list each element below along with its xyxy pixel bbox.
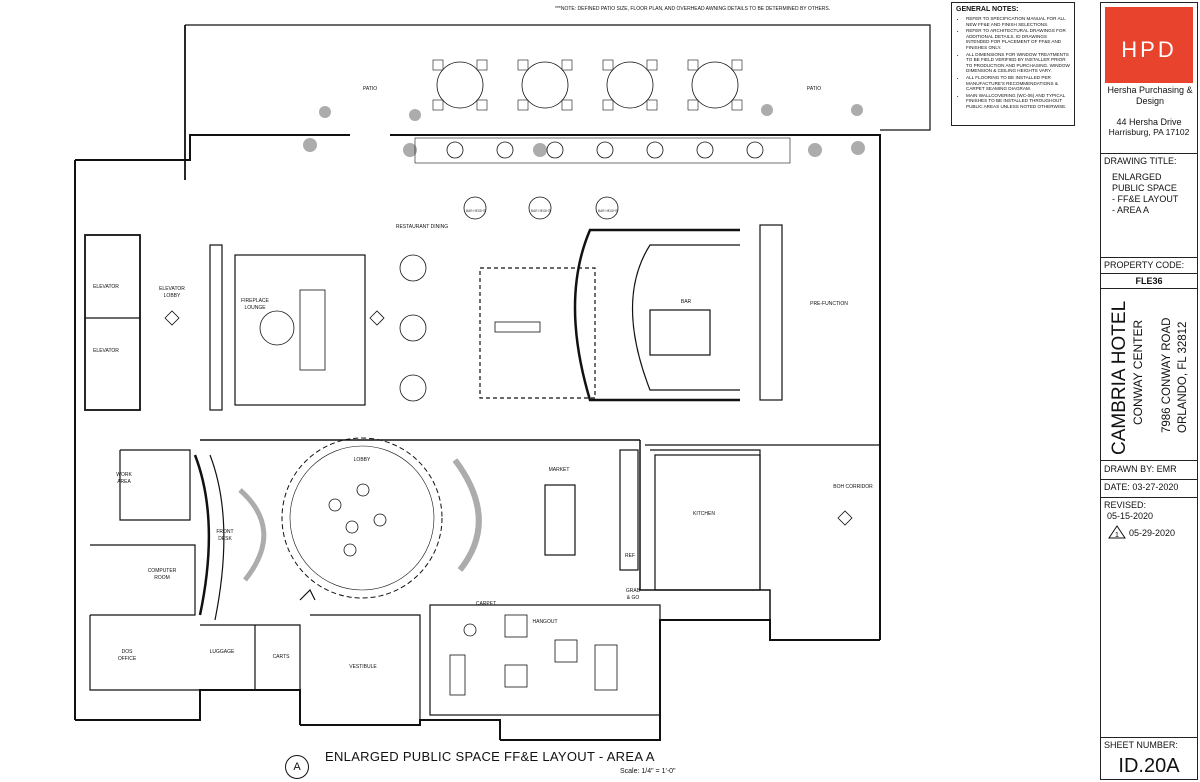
general-note: REFER TO ARCHITECTURAL DRAWINGS FOR ADDI…	[966, 28, 1070, 50]
revision-triangle-icon: 1	[1108, 525, 1126, 539]
room-label-ref: REF	[625, 553, 635, 559]
label-bar-height-2: BAR HEIGHT	[531, 209, 551, 213]
general-notes-list: REFER TO SPECIFICATION MANUAL FOR ALL NE…	[956, 16, 1070, 110]
room-label-kitchen: KITCHEN	[693, 511, 715, 517]
hotel-street: 7986 CONWAY ROAD	[1161, 317, 1173, 433]
room-label-carpet: CARPET	[476, 601, 496, 607]
drawing-title-line: - FF&E LAYOUT	[1112, 194, 1179, 204]
room-label-hangout: HANGOUT	[533, 619, 558, 625]
room-label-elevator-lobby-1: ELEVATOR	[159, 286, 185, 292]
hotel-name: CAMBRIA HOTEL	[1109, 300, 1130, 455]
room-label-elevator-b: ELEVATOR	[93, 348, 119, 354]
general-note: ALL FLOORING TO BE INSTALLED PER MANUFAC…	[966, 75, 1070, 92]
drawing-title-label: DRAWING TITLE:	[1104, 156, 1177, 166]
hotel-subtitle: CONWAY CENTER	[1131, 319, 1145, 425]
room-label-work-2: AREA	[117, 479, 131, 485]
room-label-front-2: DESK	[218, 536, 232, 542]
hotel-city: ORLANDO, FL 32812	[1177, 321, 1189, 433]
drawing-title-line: PUBLIC SPACE	[1112, 183, 1177, 193]
room-label-dos-1: DOS	[122, 649, 134, 655]
general-note: MAIN WALLCOVERING (WC-06) AND TYPICAL FI…	[966, 93, 1070, 110]
drawing-heading: ENLARGED PUBLIC SPACE FF&E LAYOUT - AREA…	[325, 749, 655, 764]
room-label-pre-function: PRE-FUNCTION	[810, 301, 848, 307]
room-label-grab-2: & GO	[627, 595, 640, 601]
company-address-2: Harrisburg, PA 17102	[1108, 127, 1190, 137]
revised-date-1: 05-15-2020	[1107, 511, 1154, 521]
room-label-luggage: LUGGAGE	[210, 649, 235, 655]
floor-plan: PATIO PATIO RESTAURANT DINING FIREPLACE …	[74, 24, 931, 741]
drawing-title-line: - AREA A	[1112, 205, 1150, 215]
room-label-bar: BAR	[681, 299, 692, 305]
drawing-date: DATE: 03-27-2020	[1104, 482, 1179, 492]
patio-note: ***NOTE: DEFINED PATIO SIZE, FLOOR PLAN,…	[555, 6, 831, 12]
company-address-1: 44 Hersha Drive	[1116, 117, 1182, 127]
room-label-market: MARKET	[549, 467, 570, 473]
room-label-computer-1: COMPUTER	[148, 568, 177, 574]
hpd-logo-text: HPD	[1121, 37, 1177, 62]
revised-label: REVISED:	[1104, 500, 1147, 510]
label-bar-height-1: BAR HEIGHT	[466, 209, 486, 213]
revised-date-2: 05-29-2020	[1129, 528, 1176, 538]
room-label-grab-1: GRAB	[626, 588, 641, 594]
hpd-logo: HPD	[1105, 7, 1193, 83]
room-label-boh-corridor: BOH CORRIDOR	[833, 484, 873, 490]
room-label-elevator-lobby-2: LOBBY	[164, 293, 181, 299]
general-notes-title: GENERAL NOTES:	[956, 6, 1019, 13]
room-label-patio-right: PATIO	[807, 86, 821, 92]
room-label-lobby: LOBBY	[354, 457, 371, 463]
label-bar-height-3: BAR HEIGHT	[598, 209, 618, 213]
general-notes-box: GENERAL NOTES: REFER TO SPECIFICATION MA…	[951, 2, 1075, 126]
room-label-patio-left: PATIO	[363, 86, 377, 92]
room-label-vestibule: VESTIBULE	[349, 664, 377, 670]
room-label-elevator-a: ELEVATOR	[93, 284, 119, 290]
property-code: FLE36	[1135, 276, 1163, 286]
general-note: ALL DIMENSIONS FOR WINDOW TREATMENTS TO …	[966, 52, 1070, 74]
company-name: Hersha Purchasing & Design	[1107, 85, 1193, 106]
room-label-front-1: FRONT	[216, 529, 233, 535]
room-label-work-1: WORK	[116, 472, 132, 478]
drawing-scale: Scale: 1/4" = 1'-0"	[620, 768, 676, 775]
sheet-number: ID.20A	[1118, 755, 1180, 777]
drawing-callout: A	[285, 755, 309, 779]
drawn-by: DRAWN BY: EMR	[1104, 464, 1177, 474]
room-label-restaurant: RESTAURANT DINING	[396, 224, 448, 230]
property-code-label: PROPERTY CODE:	[1104, 260, 1185, 270]
room-label-fireplace: FIREPLACE	[241, 298, 269, 304]
sheet-number-label: SHEET NUMBER:	[1104, 740, 1178, 750]
revision-mark: 1	[1115, 532, 1119, 539]
room-label-dos-2: OFFICE	[118, 656, 137, 662]
room-label-computer-2: ROOM	[154, 575, 170, 581]
room-label-lounge: LOUNGE	[244, 305, 266, 311]
drawing-title-line: ENLARGED	[1112, 172, 1162, 182]
general-note: REFER TO SPECIFICATION MANUAL FOR ALL NE…	[966, 16, 1070, 27]
room-label-carts: CARTS	[273, 654, 291, 660]
title-block: HPD Hersha Purchasing & Design 44 Hersha…	[1100, 2, 1198, 780]
